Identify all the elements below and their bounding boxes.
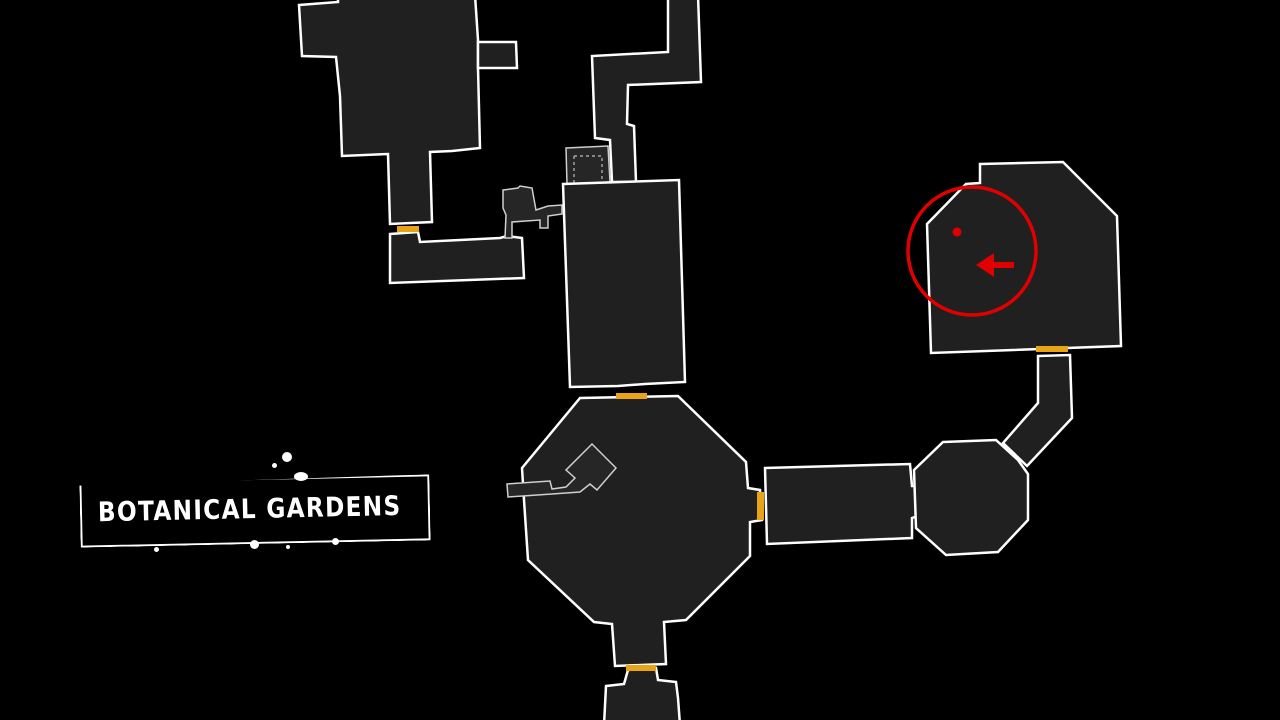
- player-range-circle: [906, 185, 1038, 317]
- map-room-northeast-current[interactable]: [925, 160, 1123, 355]
- map-room-northwest-annex[interactable]: [476, 40, 519, 70]
- area-name: BOTANICAL GARDENS: [97, 490, 402, 529]
- map-room-northeast-connector[interactable]: [1001, 353, 1074, 468]
- paint-splatter: [272, 463, 277, 468]
- paint-splatter: [286, 545, 290, 549]
- door-marker: [1036, 346, 1068, 352]
- map-room-octagon-nook[interactable]: [506, 442, 618, 498]
- map-room-south-passage[interactable]: [603, 666, 681, 720]
- map-room-central-hall[interactable]: [561, 178, 687, 389]
- paint-splatter: [294, 472, 308, 481]
- map-room-west-corridor[interactable]: [388, 230, 526, 285]
- map-room-northwest[interactable]: [297, 0, 482, 226]
- map-room-north-alcove[interactable]: [565, 145, 611, 185]
- red-arrow-icon: [976, 253, 1014, 277]
- door-marker: [757, 492, 764, 520]
- paint-splatter: [282, 452, 292, 462]
- door-marker: [397, 226, 419, 232]
- map-room-east-corridor[interactable]: [763, 462, 920, 546]
- door-marker: [616, 393, 647, 399]
- area-name-plate: BOTANICAL GARDENS: [79, 474, 430, 547]
- door-marker: [626, 665, 656, 671]
- map-room-small-passage[interactable]: [502, 185, 563, 239]
- map-room-east-chamber[interactable]: [912, 438, 1030, 557]
- paint-splatter: [332, 538, 339, 545]
- paint-splatter: [250, 540, 259, 549]
- red-dot-icon: [952, 227, 962, 237]
- map-room-octagon-hub[interactable]: [520, 394, 764, 668]
- player-location-marker[interactable]: [906, 185, 1038, 317]
- paint-splatter: [154, 547, 159, 552]
